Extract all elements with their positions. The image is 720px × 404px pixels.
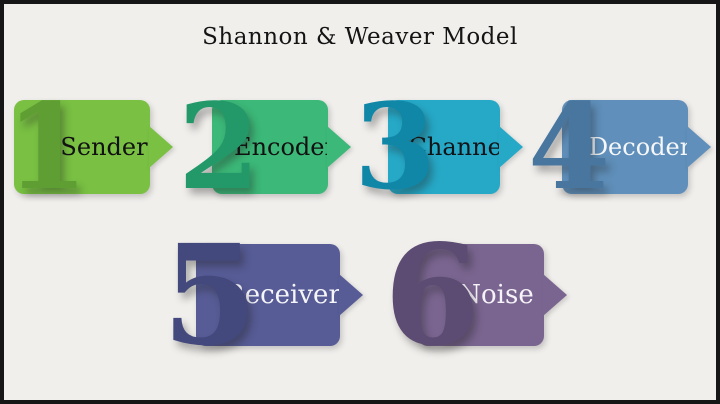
step-decoder-label: Decoder [588,133,692,161]
step-noise-banner: Noise [418,244,544,346]
step-receiver: Receiver 5 [162,213,366,377]
step-channel-number: 3 [354,76,437,216]
step-encoder-label: Encoder [234,133,336,161]
step-decoder-banner: Decoder [562,100,692,194]
step-noise: Noise 6 [384,213,570,377]
step-noise-number: 6 [384,213,481,377]
step-receiver-number: 5 [162,213,259,377]
step-receiver-banner: Receiver [196,244,341,346]
step-decoder-number: 4 [528,76,611,216]
step-receiver-label: Receiver [225,280,341,310]
step-channel-banner: Channel [388,100,509,194]
step-sender-banner: Sender [14,100,150,194]
step-sender: Sender 1 [6,76,176,216]
step-encoder: Encoder 2 [178,76,354,216]
step-sender-label: Sender [60,133,148,161]
step-sender-number: 1 [6,76,89,216]
step-decoder: Decoder 4 [528,76,714,216]
diagram-canvas: Shannon & Weaver Model Sender 1 Encoder … [4,4,716,400]
step-channel: Channel 3 [354,76,526,216]
step-noise-label: Noise [458,280,534,310]
step-encoder-number: 2 [178,76,261,216]
step-channel-label: Channel [408,133,510,161]
step-encoder-banner: Encoder [212,100,336,194]
diagram-title: Shannon & Weaver Model [202,24,518,50]
